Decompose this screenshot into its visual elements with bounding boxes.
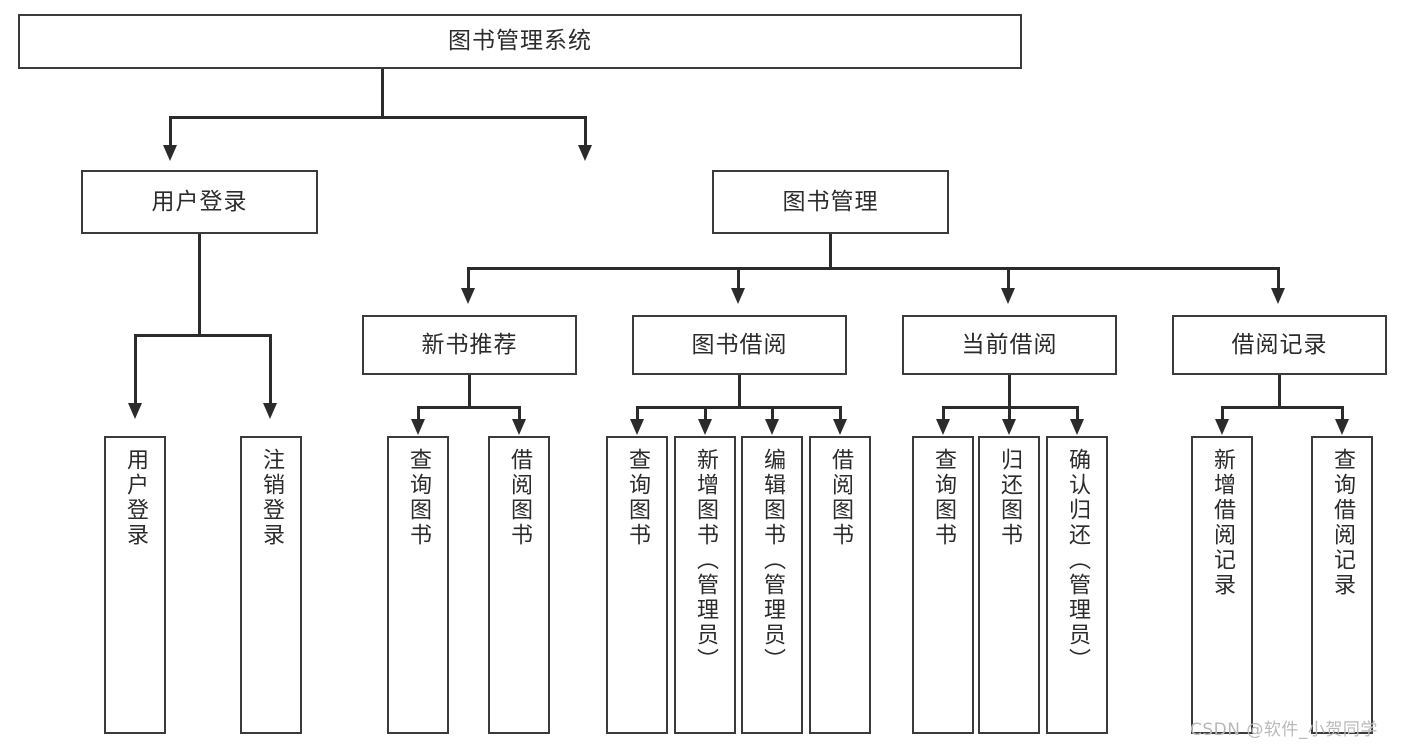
node-label: 新书推荐 (421, 331, 518, 358)
connector-root-stem (381, 69, 384, 117)
arrow-user-login-child-2 (263, 403, 277, 419)
connector-new-book-bar (417, 406, 521, 409)
node-root-book-management-system[interactable]: 图书管理系统 (18, 14, 1022, 69)
connector-book-borrow-bar (636, 406, 841, 409)
connector-book-borrow-child-3 (771, 406, 774, 420)
connector-borrow-record-child-1 (1221, 406, 1224, 420)
connector-current-borrow-child-2 (1008, 406, 1011, 420)
connector-user-login-stem (198, 234, 201, 336)
connector-bm-to-current-borrow (1007, 267, 1010, 289)
node-label: 查询图书 (625, 448, 650, 548)
watermark-text: CSDN @软件_小贺同学 (1190, 720, 1378, 740)
connector-new-book-child-1 (417, 406, 420, 420)
connector-new-book-stem (468, 375, 471, 408)
arrow-bm-to-current-borrow (1001, 288, 1015, 304)
node-label: 确认归还（管理员） (1065, 448, 1090, 673)
arrow-borrow-record-child-2 (1335, 419, 1349, 435)
leaf-borrow-record-1[interactable]: 新增借阅记录 (1191, 436, 1253, 734)
arrow-new-book-child-1 (411, 419, 425, 435)
arrow-current-borrow-child-1 (936, 419, 950, 435)
leaf-book-borrow-2[interactable]: 新增图书（管理员） (674, 436, 736, 734)
connector-borrow-record-bar (1221, 406, 1343, 409)
leaf-book-borrow-1[interactable]: 查询图书 (606, 436, 668, 734)
connector-book-borrow-child-2 (704, 406, 707, 420)
connector-borrow-record-child-2 (1341, 406, 1344, 420)
leaf-current-borrow-2[interactable]: 归还图书 (978, 436, 1040, 734)
node-label: 当前借阅 (961, 331, 1058, 358)
leaf-user-login-1[interactable]: 用户登录 (104, 436, 166, 734)
connector-user-login-child-1 (134, 334, 137, 404)
connector-user-login-child-2 (269, 334, 272, 404)
connector-book-borrow-stem (738, 375, 741, 408)
leaf-book-borrow-3[interactable]: 编辑图书（管理员） (741, 436, 803, 734)
node-label: 查询借阅记录 (1330, 448, 1355, 598)
connector-bm-to-new-book (467, 267, 470, 289)
arrow-bm-to-borrow-record (1271, 288, 1285, 304)
node-label: 归还图书 (997, 448, 1022, 548)
node-label: 借阅图书 (828, 448, 853, 548)
arrow-new-book-child-2 (512, 419, 526, 435)
arrow-root-to-book-management (578, 145, 592, 161)
node-new-book-recommend[interactable]: 新书推荐 (362, 315, 577, 375)
arrow-current-borrow-child-3 (1070, 419, 1084, 435)
arrow-current-borrow-child-2 (1002, 419, 1016, 435)
connector-book-management-stem (829, 234, 832, 269)
arrow-bm-to-book-borrow (731, 288, 745, 304)
connector-borrow-record-stem (1278, 375, 1281, 408)
connector-bm-to-book-borrow (737, 267, 740, 289)
connector-user-login-bar (134, 334, 272, 337)
node-label: 查询图书 (931, 448, 956, 548)
node-label: 用户登录 (151, 188, 248, 215)
leaf-user-login-2[interactable]: 注销登录 (240, 436, 302, 734)
connector-bm-to-borrow-record (1277, 267, 1280, 289)
arrow-book-borrow-child-2 (698, 419, 712, 435)
arrow-root-to-user-login (163, 145, 177, 161)
node-label: 新增图书（管理员） (693, 448, 718, 673)
node-label: 用户登录 (123, 448, 148, 548)
node-book-management[interactable]: 图书管理 (712, 170, 949, 234)
node-label: 新增借阅记录 (1210, 448, 1235, 598)
node-label: 借阅图书 (507, 448, 532, 548)
arrow-user-login-child-1 (128, 403, 142, 419)
leaf-new-book-recommend-2[interactable]: 借阅图书 (488, 436, 550, 734)
arrow-borrow-record-child-1 (1215, 419, 1229, 435)
node-label: 图书管理 (782, 188, 879, 215)
node-book-borrow[interactable]: 图书借阅 (632, 315, 847, 375)
connector-current-borrow-stem (1008, 375, 1011, 408)
arrow-bm-to-new-book (461, 288, 475, 304)
leaf-current-borrow-1[interactable]: 查询图书 (912, 436, 974, 734)
connector-book-management-bar (467, 267, 1279, 270)
node-borrow-record[interactable]: 借阅记录 (1172, 315, 1387, 375)
connector-root-to-user-login (169, 116, 172, 146)
node-label: 借阅记录 (1231, 331, 1328, 358)
node-label: 编辑图书（管理员） (760, 448, 785, 673)
arrow-book-borrow-child-3 (765, 419, 779, 435)
leaf-book-borrow-4[interactable]: 借阅图书 (809, 436, 871, 734)
leaf-borrow-record-2[interactable]: 查询借阅记录 (1311, 436, 1373, 734)
leaf-new-book-recommend-1[interactable]: 查询图书 (387, 436, 449, 734)
arrow-book-borrow-child-1 (630, 419, 644, 435)
leaf-current-borrow-3[interactable]: 确认归还（管理员） (1046, 436, 1108, 734)
connector-current-borrow-child-1 (942, 406, 945, 420)
connector-book-borrow-child-1 (636, 406, 639, 420)
node-label: 注销登录 (259, 448, 284, 548)
node-label: 查询图书 (406, 448, 431, 548)
connector-root-to-book-management (584, 116, 587, 146)
node-current-borrow[interactable]: 当前借阅 (902, 315, 1117, 375)
node-label: 图书管理系统 (448, 28, 592, 55)
connector-book-borrow-child-4 (839, 406, 842, 420)
connector-current-borrow-child-3 (1076, 406, 1079, 420)
connector-root-bar (169, 116, 586, 119)
node-label: 图书借阅 (691, 331, 788, 358)
node-user-login[interactable]: 用户登录 (81, 170, 318, 234)
connector-new-book-child-2 (518, 406, 521, 420)
arrow-book-borrow-child-4 (833, 419, 847, 435)
